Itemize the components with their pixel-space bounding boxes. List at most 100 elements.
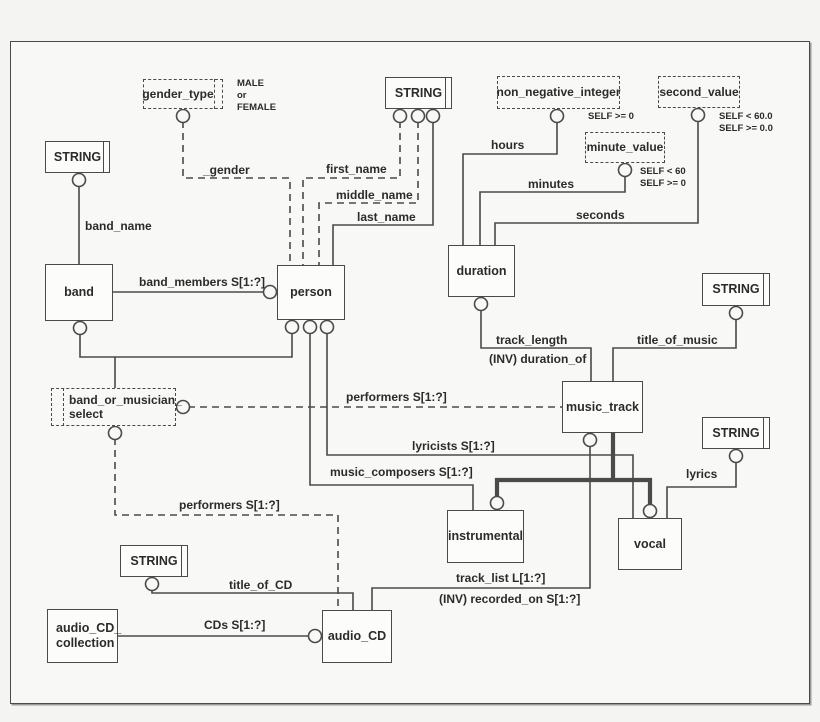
node-string-lyrics: STRING: [702, 417, 770, 449]
simple-type-tick: [103, 141, 104, 173]
node-label: minute_value: [586, 140, 664, 155]
label-duration-of-inv: (INV) duration_of: [489, 352, 587, 366]
connector-circle: [728, 305, 744, 321]
edge-track-length: [480, 297, 592, 381]
connector-circle: [307, 628, 323, 644]
edge-minutes: [479, 163, 626, 245]
note-gender-values: MALE or FEMALE: [237, 78, 277, 113]
simple-type-tick: [181, 545, 182, 577]
node-label: STRING: [130, 553, 178, 568]
connector-circle: [302, 319, 318, 335]
node-label: non_negative_integer: [496, 85, 621, 100]
node-minute-value: minute_value: [585, 132, 665, 163]
node-label: instrumental: [448, 529, 524, 543]
connector-circle: [617, 162, 633, 178]
label-minutes: minutes: [528, 177, 575, 191]
select-type-tick: [63, 388, 64, 426]
node-label: vocal: [634, 536, 666, 551]
node-duration: duration: [448, 245, 515, 297]
node-label: STRING: [712, 425, 760, 440]
connector-circle: [410, 108, 426, 124]
node-music-track: music_track: [562, 381, 643, 433]
node-label: STRING: [394, 85, 443, 100]
label-lyrics: lyrics: [686, 467, 718, 481]
connector-circle: [175, 108, 191, 124]
connector-circle: [642, 503, 658, 519]
enum-type-tick: [214, 79, 215, 109]
node-vocal: vocal: [618, 518, 682, 570]
edge-track-list: [371, 433, 591, 610]
node-string-band-name: STRING: [45, 141, 110, 173]
label-first-name: first_name: [326, 162, 387, 176]
label-last-name: last_name: [357, 210, 416, 224]
node-person: person: [277, 265, 345, 320]
connector-circle: [392, 108, 408, 124]
edge-middle-name: [318, 109, 419, 265]
note-minute-value: SELF < 60 SELF >= 0: [640, 166, 686, 189]
label-middle-name: middle_name: [336, 188, 413, 202]
label-performers-cd: performers S[1:?]: [179, 498, 280, 512]
node-non-negative-integer: non_negative_integer: [496, 76, 621, 109]
connector-circle: [549, 108, 565, 124]
note-second-value: SELF < 60.0 SELF >= 0.0: [719, 111, 773, 134]
label-track-list: track_list L[1:?]: [456, 571, 546, 585]
connector-circle: [473, 296, 489, 312]
label-title-of-cd: title_of_CD: [229, 578, 293, 592]
node-audio-cd: audio_CD: [322, 610, 392, 663]
label-lyricists: lyricists S[1:?]: [412, 439, 495, 453]
node-string-person-names: STRING: [385, 77, 452, 109]
edge-title-of-music: [612, 306, 737, 381]
simple-type-tick: [445, 77, 446, 109]
node-label: band_or_musician_ select: [69, 392, 182, 421]
node-label: duration: [456, 263, 507, 278]
node-second-value: second_value: [658, 76, 740, 108]
label-band-name: band_name: [85, 219, 152, 233]
connector-circle: [582, 432, 598, 448]
label-cds: CDs S[1:?]: [204, 618, 266, 632]
node-label: audio_CD_ collection: [56, 621, 122, 650]
node-band-or-musician-select: band_or_musician_ select: [51, 388, 182, 426]
node-label: second_value: [659, 84, 739, 99]
connector-circle: [262, 284, 278, 300]
connector-circle: [690, 107, 706, 123]
node-audio-cd-collection: audio_CD_ collection: [47, 609, 122, 663]
label-title-of-music: title_of_music: [637, 333, 718, 347]
edge-lyricists: [326, 320, 634, 518]
node-label: audio_CD: [327, 629, 387, 643]
connector-circle: [489, 495, 505, 511]
node-label: music_track: [566, 399, 639, 414]
connector-circle: [425, 108, 441, 124]
node-string-title-of-cd: STRING: [120, 545, 188, 577]
label-hours: hours: [491, 138, 525, 152]
diagram-frame: [10, 41, 810, 704]
connector-circle: [319, 319, 335, 335]
label-seconds: seconds: [576, 208, 625, 222]
simple-type-tick: [763, 273, 764, 306]
node-label: band: [64, 285, 94, 299]
connector-circle: [728, 448, 744, 464]
node-gender-type: gender_type: [142, 79, 223, 109]
label-music-composers: music_composers S[1:?]: [330, 465, 473, 479]
connector-circle: [72, 320, 88, 336]
node-label: STRING: [53, 149, 102, 164]
node-label: gender_type: [142, 86, 214, 101]
node-label: person: [290, 285, 332, 299]
connector-circle: [175, 399, 191, 415]
note-non-negative-integer: SELF >= 0: [588, 111, 634, 122]
label-gender: _gender: [203, 163, 250, 177]
edge-last-name: [332, 109, 434, 265]
label-recorded-on-inv: (INV) recorded_on S[1:?]: [439, 592, 581, 606]
edge-first-name: [302, 109, 401, 265]
connector-circles: [71, 107, 744, 644]
edge-lyrics: [666, 449, 737, 518]
label-performers-track: performers S[1:?]: [346, 390, 447, 404]
label-track-length: track_length: [496, 333, 568, 347]
connector-circle: [144, 576, 160, 592]
label-band-members: band_members S[1:?]: [139, 275, 266, 289]
node-label: STRING: [712, 282, 760, 296]
edge-seconds: [494, 108, 699, 245]
connector-circle: [71, 172, 87, 188]
edge-hours: [462, 109, 558, 245]
node-string-title-of-music: STRING: [702, 273, 770, 306]
